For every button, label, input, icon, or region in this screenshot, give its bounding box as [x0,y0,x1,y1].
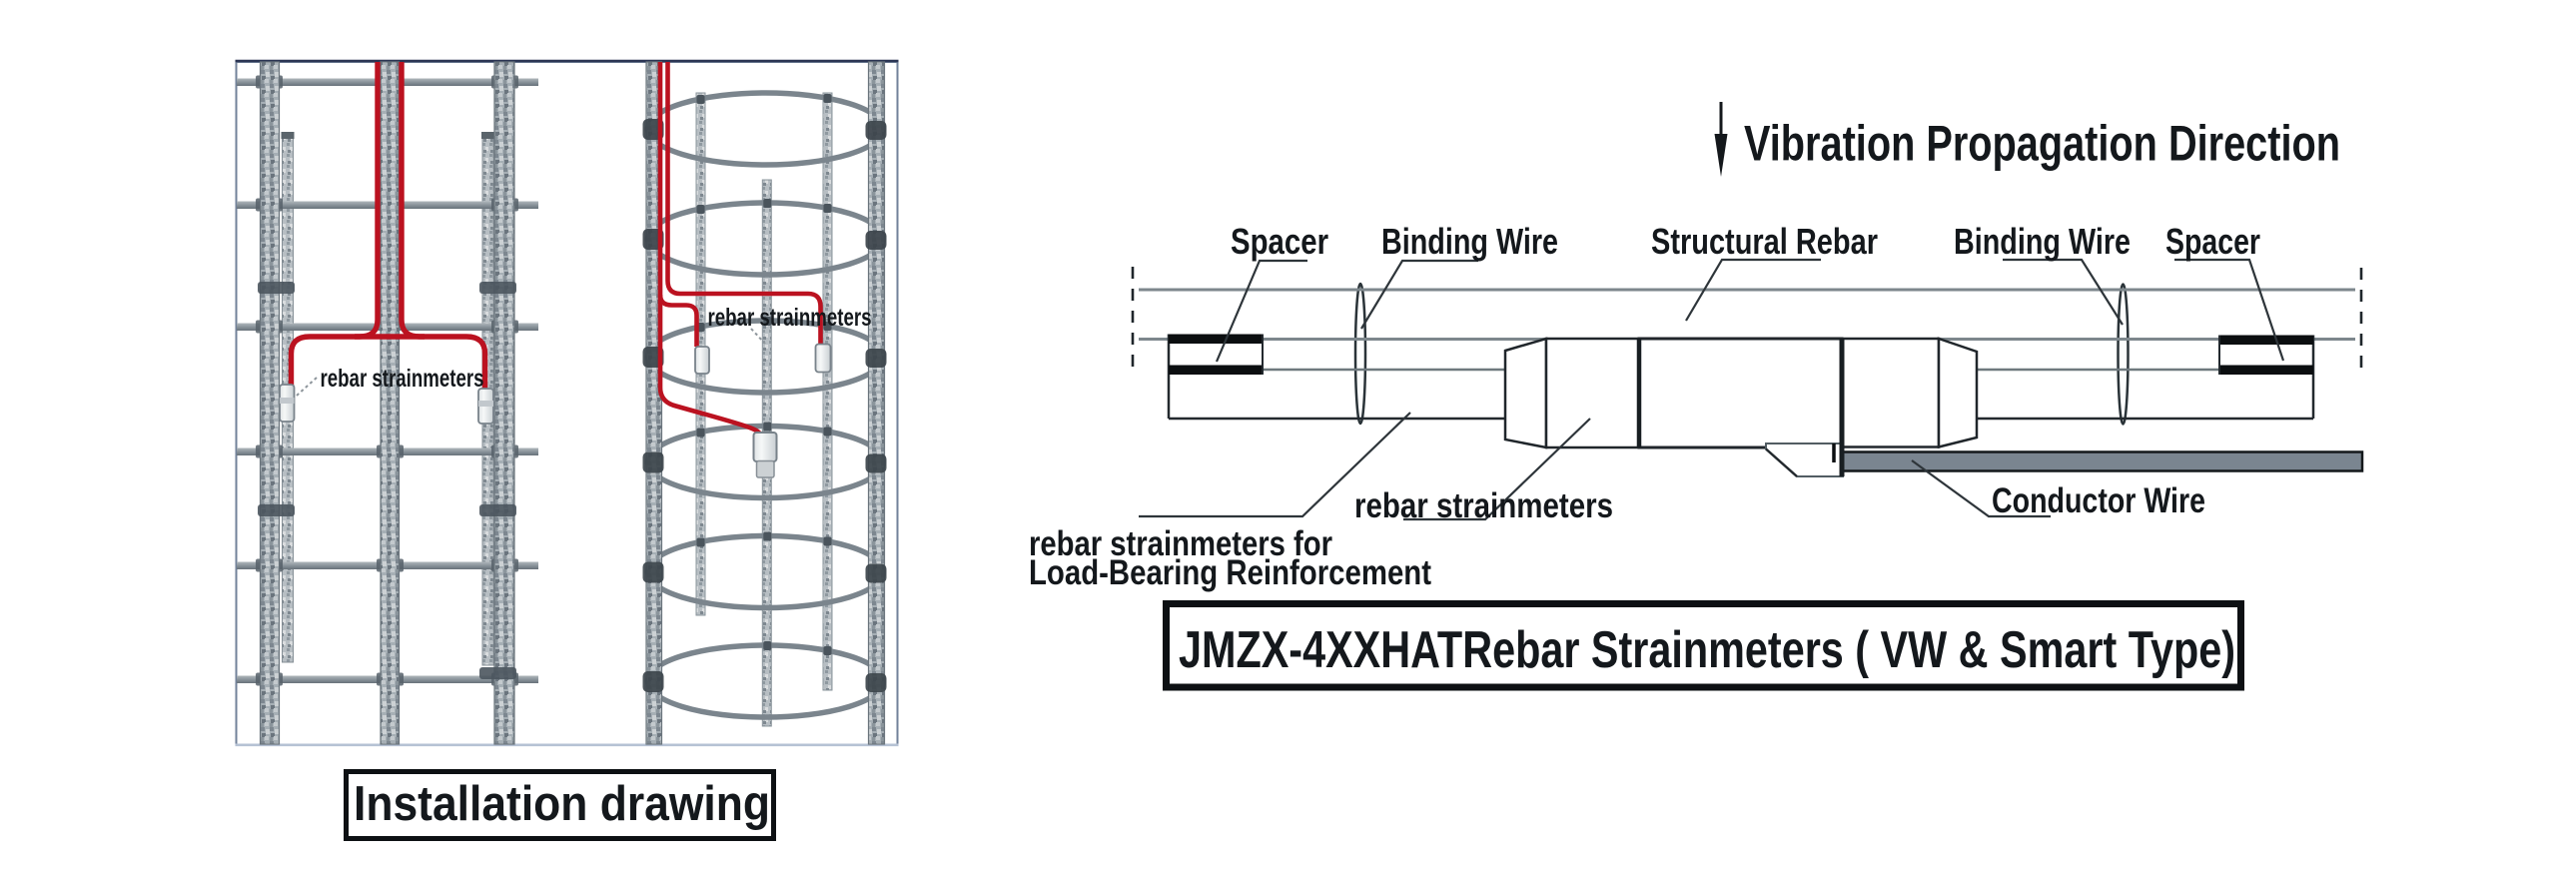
svg-text:JMZX-4XXHATRebar Strainmeters: JMZX-4XXHATRebar Strainmeters ( VW & Sma… [1179,621,2235,679]
svg-text:Binding Wire: Binding Wire [1381,221,1558,262]
svg-text:Conductor Wire: Conductor Wire [1992,481,2205,520]
svg-text:rebar strainmeters: rebar strainmeters [321,365,484,393]
svg-text:Installation drawing: Installation drawing [354,777,770,831]
svg-text:rebar strainmeters for: rebar strainmeters for [1029,524,1332,563]
svg-text:Vibration Propagation Directio: Vibration Propagation Direction [1744,116,2340,172]
svg-text:rebar strainmeters: rebar strainmeters [708,304,872,332]
svg-text:Binding Wire: Binding Wire [1954,221,2131,262]
svg-text:rebar strainmeters: rebar strainmeters [1354,486,1613,525]
svg-text:Spacer: Spacer [1231,221,1328,262]
svg-text:Structural Rebar: Structural Rebar [1651,221,1878,262]
svg-text:Load-Bearing Reinforcement: Load-Bearing Reinforcement [1029,553,1431,592]
svg-text:Spacer: Spacer [2165,221,2260,262]
